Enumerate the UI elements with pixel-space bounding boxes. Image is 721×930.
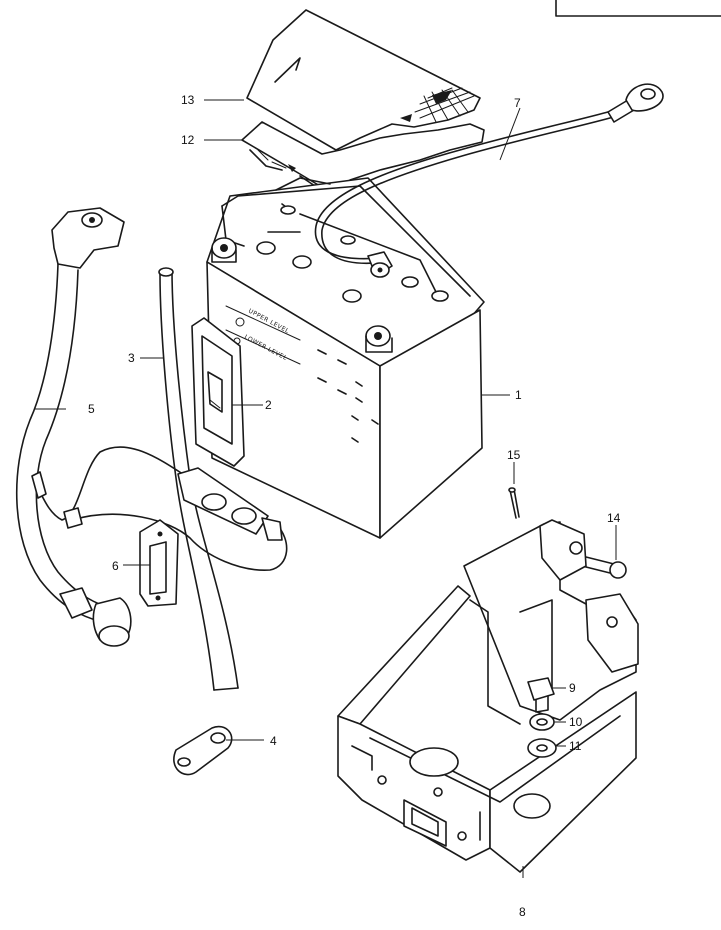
leader-lines bbox=[34, 99, 617, 878]
cotter-pin[interactable] bbox=[508, 487, 520, 519]
battery-cable[interactable] bbox=[314, 83, 664, 278]
wire-clamp[interactable] bbox=[173, 725, 233, 776]
callout-14: 14 bbox=[607, 511, 621, 525]
callout-15: 15 bbox=[507, 448, 521, 462]
callout-1: 1 bbox=[515, 388, 522, 402]
callout-10: 10 bbox=[569, 715, 583, 729]
callout-8: 8 bbox=[519, 905, 526, 919]
callout-5: 5 bbox=[88, 402, 95, 416]
battery-cover[interactable] bbox=[246, 9, 481, 151]
page-frame-corner bbox=[555, 0, 721, 17]
callout-11: 11 bbox=[569, 739, 582, 753]
battery-holder[interactable] bbox=[337, 519, 639, 873]
bolt-14[interactable] bbox=[581, 555, 627, 579]
bolt-9[interactable] bbox=[527, 677, 555, 713]
callout-12: 12 bbox=[181, 133, 195, 147]
callout-2: 2 bbox=[265, 398, 272, 412]
callout-6: 6 bbox=[112, 559, 119, 573]
washer-11[interactable] bbox=[527, 738, 557, 758]
fuse-holder-bracket[interactable] bbox=[139, 519, 179, 607]
callout-9: 9 bbox=[569, 681, 576, 695]
callout-3: 3 bbox=[128, 351, 135, 365]
callout-13: 13 bbox=[181, 93, 195, 107]
callout-4: 4 bbox=[270, 734, 277, 748]
battery-body[interactable]: UPPER LEVEL LOWER LEVEL bbox=[206, 177, 485, 539]
lock-washer-10[interactable] bbox=[529, 713, 555, 731]
callout-7: 7 bbox=[514, 96, 521, 110]
battery-strap[interactable] bbox=[191, 317, 245, 467]
fuse-wire[interactable] bbox=[31, 446, 288, 571]
starter-cable[interactable] bbox=[15, 207, 132, 647]
